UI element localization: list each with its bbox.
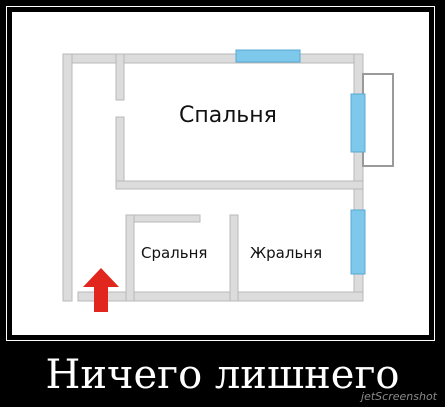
walls [62,53,364,302]
wall-bedroom-bottom [115,180,364,190]
watermark: jetScreenshot [361,390,437,403]
window-kitchen-right [350,209,366,275]
wall-bedroom-left-upper [115,53,125,101]
wall-bottom [77,291,364,302]
wall-top [62,53,364,64]
poster-caption: Ничего лишнего [45,352,400,398]
wall-bedroom-left-lower [115,116,125,190]
floor-plan: Спальня Сральня Жральня [12,12,429,335]
floor-plan-drawing [62,49,394,312]
room-label-toilet: Сральня [141,244,208,262]
wall-toilet-top [125,214,201,223]
wall-toilet-kitchen [229,214,239,302]
balcony [362,73,394,167]
window-top [235,49,301,63]
room-label-bedroom: Спальня [179,103,277,128]
entrance-arrow-icon [83,268,119,312]
window-bedroom-right [350,93,366,153]
wall-left [62,53,73,302]
wall-toilet-left [125,214,135,302]
room-label-kitchen: Жральня [250,244,323,262]
poster-frame [6,6,435,341]
